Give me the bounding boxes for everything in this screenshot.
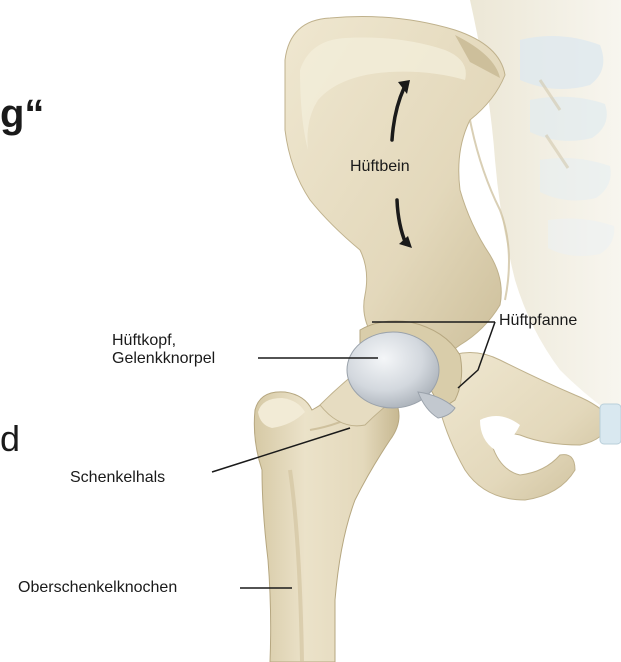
label-hueftkopf-line2: Gelenkknorpel [112,349,215,368]
label-schenkelhals: Schenkelhals [70,468,165,487]
slide-title-fragment: g“ [0,92,44,137]
label-oberschenkelknochen: Oberschenkelknochen [18,578,177,597]
iliac-bone [285,17,509,371]
label-hueftpfanne: Hüftpfanne [499,311,577,330]
label-hueftkopf-line1: Hüftkopf, [112,331,176,350]
slide-text-fragment: d [0,418,20,460]
label-hueftbein: Hüftbein [350,157,410,176]
femur [254,380,399,662]
